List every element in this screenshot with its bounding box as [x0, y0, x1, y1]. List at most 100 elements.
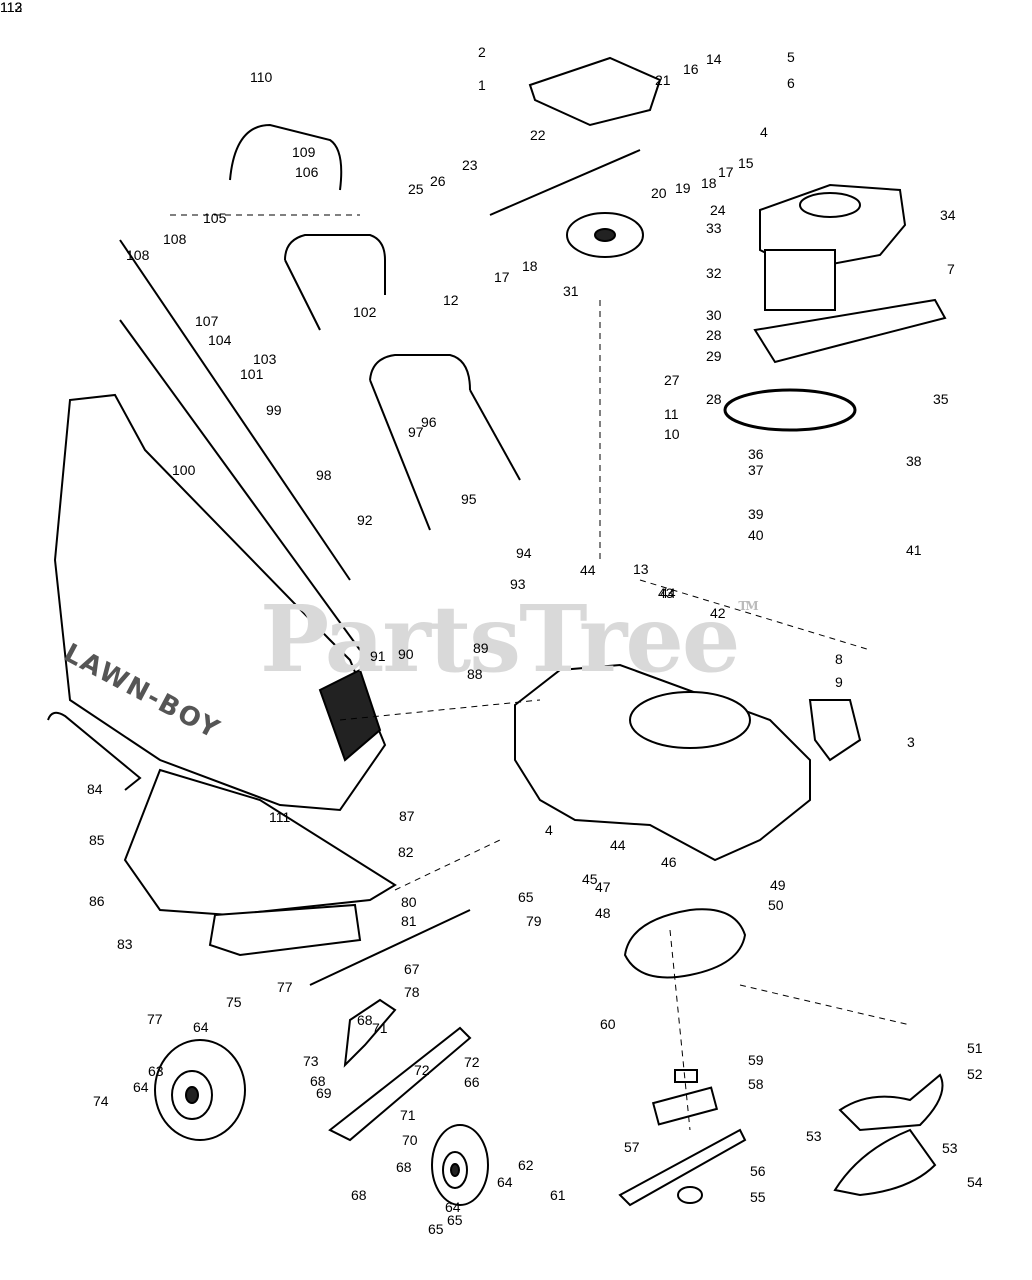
baffle-54-drawing — [833, 1128, 937, 1197]
callout-number-70: 70 — [402, 1132, 418, 1148]
callout-number-61: 61 — [550, 1187, 566, 1203]
callout-number-71: 71 — [372, 1020, 388, 1036]
callout-number-53: 53 — [806, 1128, 822, 1144]
callout-number-13: 13 — [633, 561, 649, 577]
callout-number-17: 17 — [718, 164, 734, 180]
callout-number-5: 5 — [787, 49, 795, 65]
callout-number-77: 77 — [277, 979, 293, 995]
callout-number-80: 80 — [401, 894, 417, 910]
callout-number-39: 39 — [748, 506, 764, 522]
callout-number-58: 58 — [748, 1076, 764, 1092]
callout-number-32: 32 — [706, 265, 722, 281]
callout-number-14: 14 — [706, 51, 722, 67]
handle-drawing — [229, 123, 521, 531]
callout-number-63: 63 — [148, 1063, 164, 1079]
callout-number-108: 108 — [126, 247, 150, 263]
callout-number-95: 95 — [461, 491, 477, 507]
callout-number-42: 42 — [710, 605, 726, 621]
callout-number-65: 65 — [428, 1221, 444, 1237]
callout-number-110: 110 — [250, 69, 273, 85]
callout-number-49: 49 — [770, 877, 786, 893]
callout-number-29: 29 — [706, 348, 722, 364]
callout-number-112: 112 — [0, 0, 23, 15]
callout-number-74: 74 — [93, 1093, 109, 1109]
callout-number-56: 56 — [750, 1163, 766, 1179]
callout-number-18: 18 — [522, 258, 538, 274]
callout-number-17: 17 — [494, 269, 510, 285]
callout-number-65: 65 — [447, 1212, 463, 1228]
belt-drawing — [723, 388, 857, 432]
callout-number-96: 96 — [421, 414, 437, 430]
callout-number-103: 103 — [253, 351, 277, 367]
callout-number-22: 22 — [530, 127, 546, 143]
callout-number-94: 94 — [516, 545, 532, 561]
callout-number-33: 33 — [706, 220, 722, 236]
bag-frame-drawing — [47, 711, 142, 791]
callout-number-62: 62 — [518, 1157, 534, 1173]
callout-number-65: 65 — [518, 889, 534, 905]
callout-number-107: 107 — [195, 313, 219, 329]
callout-number-66: 66 — [464, 1074, 480, 1090]
callout-number-60: 60 — [600, 1016, 616, 1032]
callout-number-38: 38 — [906, 453, 922, 469]
callout-number-104: 104 — [208, 332, 232, 348]
callout-number-4: 4 — [545, 822, 553, 838]
callout-number-37: 37 — [748, 462, 764, 478]
callout-number-25: 25 — [408, 181, 424, 197]
callout-number-68: 68 — [396, 1159, 412, 1175]
callout-number-85: 85 — [89, 832, 105, 848]
callout-number-99: 99 — [266, 402, 282, 418]
callout-number-111: 111 — [269, 809, 291, 825]
callout-number-77: 77 — [147, 1011, 163, 1027]
callout-number-11: 11 — [664, 406, 679, 422]
callout-number-81: 81 — [401, 913, 417, 929]
watermark: PartsTreeTM — [260, 585, 759, 693]
callout-number-44: 44 — [610, 837, 626, 853]
callout-number-35: 35 — [933, 391, 949, 407]
callout-number-69: 69 — [316, 1085, 332, 1101]
callout-number-84: 84 — [87, 781, 103, 797]
callout-number-53: 53 — [942, 1140, 958, 1156]
callout-number-79: 79 — [526, 913, 542, 929]
callout-number-48: 48 — [595, 905, 611, 921]
callout-number-54: 54 — [967, 1174, 983, 1190]
callout-number-3: 3 — [907, 734, 915, 750]
callout-number-23: 23 — [462, 157, 478, 173]
callout-number-19: 19 — [675, 180, 691, 196]
callout-number-59: 59 — [748, 1052, 764, 1068]
callout-number-68: 68 — [310, 1073, 326, 1089]
crankshaft-rod-drawing — [489, 149, 641, 216]
callout-number-67: 67 — [404, 961, 420, 977]
callout-number-73: 73 — [303, 1053, 319, 1069]
callout-number-86: 86 — [89, 893, 105, 909]
callout-number-78: 78 — [404, 984, 420, 1000]
callout-number-10: 10 — [664, 426, 680, 442]
callout-number-64: 64 — [497, 1174, 513, 1190]
callout-number-30: 30 — [706, 307, 722, 323]
callout-number-1: 1 — [478, 77, 486, 93]
callout-number-105: 105 — [203, 210, 227, 226]
callout-number-89: 89 — [473, 640, 489, 656]
callout-number-47: 47 — [595, 879, 611, 895]
callout-number-91: 91 — [370, 648, 386, 664]
wheel-78-drawing — [154, 1039, 246, 1141]
callout-number-26: 26 — [430, 173, 446, 189]
callout-number-50: 50 — [768, 897, 784, 913]
wheel-67-drawing — [431, 1124, 489, 1206]
callout-number-108: 108 — [163, 231, 187, 247]
callout-number-88: 88 — [467, 666, 483, 682]
deflector-drawing — [753, 298, 947, 364]
callout-number-28: 28 — [706, 327, 722, 343]
baffle-52-drawing — [838, 1073, 944, 1132]
height-lever-drawing — [343, 998, 397, 1068]
rear-shield-drawing — [123, 768, 397, 917]
callout-number-72: 72 — [464, 1054, 480, 1070]
callout-number-83: 83 — [117, 936, 133, 952]
callout-number-12: 12 — [443, 292, 459, 308]
callout-number-21: 21 — [655, 72, 671, 88]
wheel-arm-drawing — [328, 1026, 472, 1142]
callout-number-102: 102 — [353, 304, 377, 320]
callout-number-68: 68 — [357, 1012, 373, 1028]
callout-number-24: 24 — [710, 202, 726, 218]
callout-number-40: 40 — [748, 527, 764, 543]
